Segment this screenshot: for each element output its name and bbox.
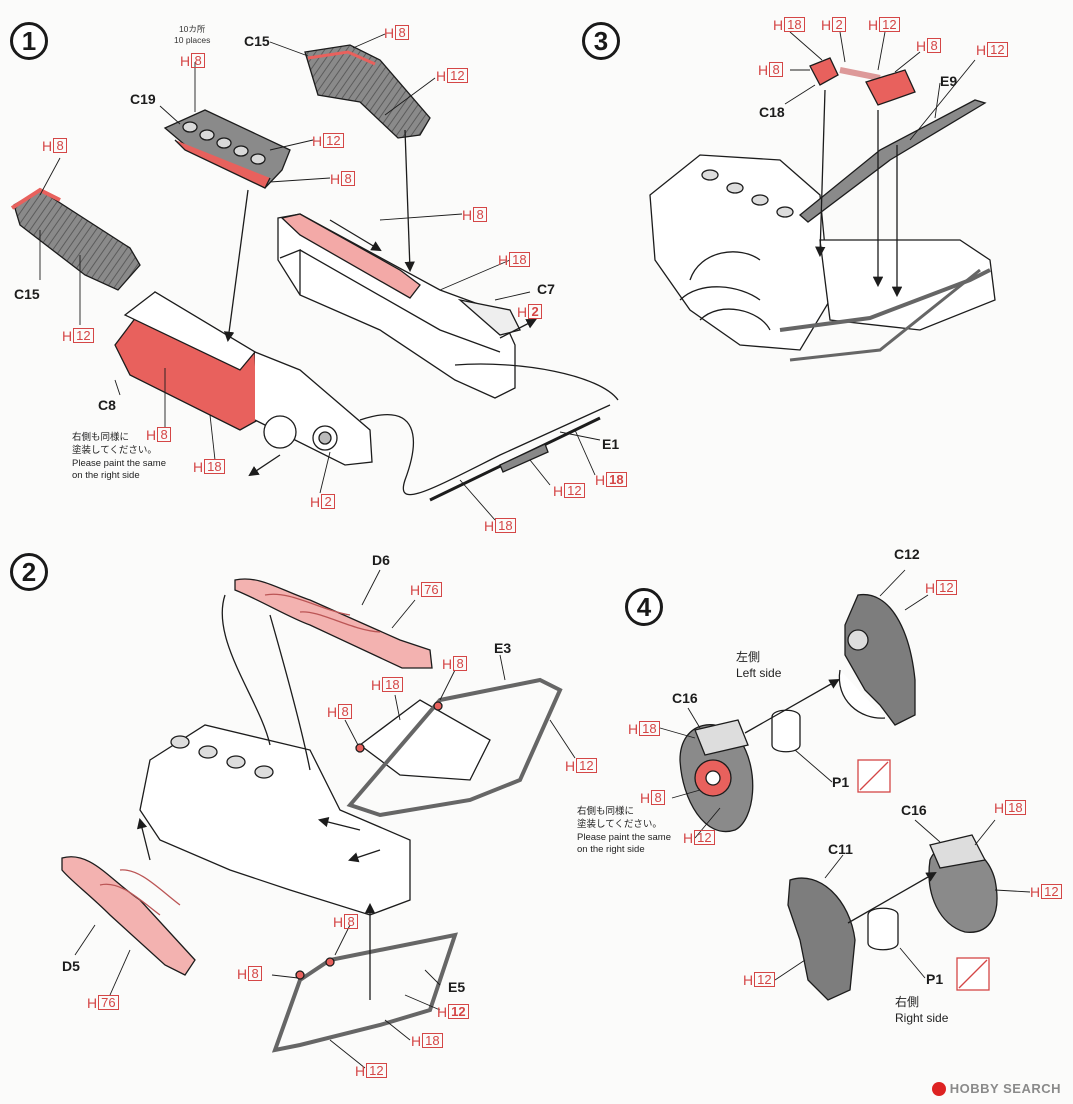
part-c18: C18	[759, 104, 785, 120]
part-d5: D5	[62, 958, 80, 974]
step-number-1: 1	[10, 22, 48, 60]
step-number-4: 4	[625, 588, 663, 626]
part-e3: E3	[494, 640, 512, 656]
part-c8: C8	[98, 397, 116, 413]
c18-part	[809, 57, 839, 86]
part-c15-left: C15	[14, 286, 40, 302]
step2-drawing	[61, 569, 576, 1069]
c15-top-cover	[304, 44, 431, 139]
step4-drawing	[659, 569, 1031, 1001]
d5-exhaust	[61, 856, 196, 976]
step2-engine	[139, 724, 411, 916]
step3-drawing	[649, 31, 996, 362]
c11-upright	[787, 877, 856, 1001]
c12-upright	[844, 594, 916, 726]
right-side-paint-note-2: 右側も同様に 塗装してください。 Please paint the same o…	[577, 806, 672, 856]
p1-right	[867, 907, 899, 951]
part-c16-left: C16	[672, 690, 698, 706]
part-e1: E1	[602, 436, 620, 452]
e1-cable	[359, 404, 611, 496]
part-c12: C12	[894, 546, 920, 562]
part-e5: E5	[448, 979, 466, 995]
no-glue-mark-right	[956, 957, 990, 991]
hobby-search-logo-icon	[931, 1081, 946, 1096]
p1-left	[771, 709, 801, 753]
part-p1-left: P1	[832, 774, 850, 790]
part-d6: D6	[372, 552, 390, 568]
watermark: HOBBY SEARCH	[931, 1081, 1061, 1096]
step-number-2: 2	[10, 553, 48, 591]
part-c16-right: C16	[901, 802, 927, 818]
step-number-3: 3	[582, 22, 620, 60]
part-c15-top: C15	[244, 33, 270, 49]
part-c19: C19	[130, 91, 156, 107]
d6-exhaust	[234, 578, 433, 669]
right-side-paint-note-1: 右側も同様に 塗装してください。 Please paint the same o…	[72, 432, 167, 482]
part-c11: C11	[828, 841, 853, 857]
e3-frame	[346, 677, 563, 818]
no-glue-mark-left	[857, 759, 891, 793]
e5-frame	[271, 932, 458, 1053]
engine-block	[277, 213, 516, 399]
part-e9: E9	[940, 73, 958, 89]
part-p1-right: P1	[926, 971, 944, 987]
part-c7: C7	[537, 281, 555, 297]
e9-bar	[798, 99, 987, 223]
step1-drawing	[10, 33, 619, 521]
c15-left-cover	[13, 189, 141, 291]
